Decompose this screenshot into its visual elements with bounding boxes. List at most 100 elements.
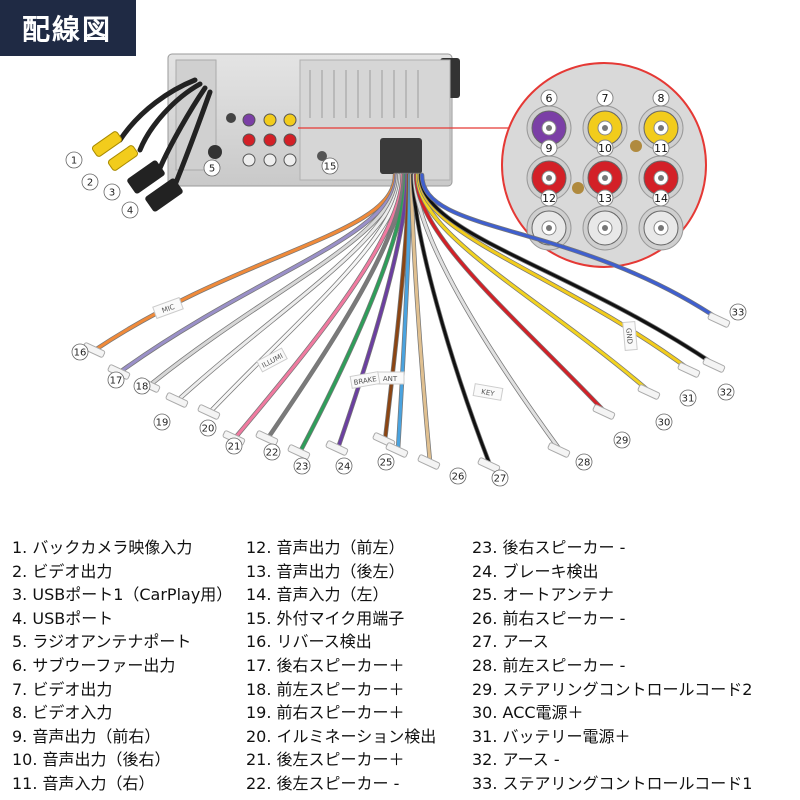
callout-number: 23 [293,457,311,475]
rca-jack: 10 [582,139,628,201]
wire-tag-label: GND [624,328,633,345]
callout-number: 25 [377,453,395,471]
wire-terminal [197,404,221,420]
jack-number: 13 [598,192,612,205]
callout-number: 18 [133,377,151,395]
usb-cables [91,77,213,212]
legend-item: 8. ビデオ入力 [12,703,113,723]
wire-tag-label: MIC [161,303,176,315]
legend-item: 33. ステアリングコントロールコード1 [472,773,753,793]
wire [176,173,401,402]
svg-text:23: 23 [296,462,309,473]
jack-number: 12 [542,192,556,205]
legend-item: 10. 音声出力（後右） [12,750,171,770]
callout-number: 4 [121,201,139,219]
svg-text:21: 21 [228,442,241,453]
legend-item: 26. 前右スピーカー - [472,608,626,628]
legend-item: 21. 後左スピーカー＋ [246,750,405,770]
callout-number: 21 [225,437,243,455]
legend-item: 30. ACC電源＋ [472,703,584,723]
wire-tag-label: BRAKE [353,375,377,387]
svg-text:2: 2 [87,178,93,189]
legend-item: 18. 前左スピーカー＋ [246,679,405,699]
svg-text:22: 22 [266,448,279,459]
wire [413,173,562,452]
svg-text:31: 31 [682,394,695,405]
wire-terminal [165,392,189,408]
legend-item: 31. バッテリー電源＋ [472,726,631,746]
legend-item: 3. USBポート1（CarPlay用） [12,585,233,605]
wire-harness [82,172,731,473]
legend-item: 19. 前右スピーカー＋ [246,703,405,723]
legend-item: 2. ビデオ出力 [12,561,113,581]
callout-number: 31 [679,389,697,407]
jack-number: 7 [602,92,609,105]
svg-text:32: 32 [720,388,733,399]
legend: 1. バックカメラ映像入力 2. ビデオ出力 3. USBポート1（CarPlay用… [0,536,800,800]
callout-number: 30 [655,413,673,431]
rca-jack: 7 [582,89,628,151]
jack-number: 6 [546,92,553,105]
wire [233,173,404,440]
legend-item: 1. バックカメラ映像入力 [12,538,193,557]
svg-text:25: 25 [380,458,393,469]
wire [419,173,717,367]
callout-number: 28 [575,453,593,471]
legend-item: 5. ラジオアンテナポート [12,632,192,652]
legend-item: 23. 後右スピーカー - [472,538,626,557]
legend-item: 15. 外付マイク用端子 [246,608,405,628]
wire-terminal [547,442,571,458]
wire-terminal [677,362,701,378]
callout-number: 15 [321,157,339,175]
wire [414,173,607,414]
callout-number: 1 [65,151,83,169]
wire [208,173,403,414]
wire-tag: MIC [152,296,184,320]
wire-terminal [637,384,661,400]
rca-jack: 6 [526,89,572,151]
wire-terminal [417,454,441,470]
legend-item: 11. 音声入力（右） [12,773,155,793]
svg-text:33: 33 [732,308,745,319]
legend-item: 32. アース - [472,750,560,770]
wire [148,173,400,387]
legend-column-2: 12. 音声出力（前左）13. 音声出力（後左）14. 音声入力（左）15. 外… [246,536,436,796]
svg-text:16: 16 [74,348,87,359]
legend-item: 22. 後左スピーカー - [246,773,400,793]
callout-number: 17 [107,371,125,389]
callout-number: 22 [263,443,281,461]
wire-tag: KEY [472,383,504,401]
wire-tag-label: ANT [383,375,398,383]
callout-number: 2 [81,173,99,191]
wire [411,173,492,467]
legend-item: 27. アース [472,632,549,652]
callout-number: 29 [613,431,631,449]
svg-text:26: 26 [452,472,465,483]
legend-item: 29. ステアリングコントロールコード2 [472,679,753,699]
jack-number: 8 [658,92,665,105]
svg-text:17: 17 [110,376,123,387]
wire-tag: BRAKE [349,371,381,389]
callout-number: 27 [491,469,509,487]
callout-number: 33 [729,303,747,321]
wire-terminal [255,430,279,446]
wire [416,173,652,394]
jack-number: 14 [654,192,668,205]
wire-tag: ANT [375,371,405,385]
callout-number: 32 [717,383,735,401]
legend-item: 24. ブレーキ検出 [472,561,599,581]
callout-number: 3 [103,183,121,201]
svg-text:28: 28 [578,458,591,469]
wire-tag: GND [622,320,638,352]
svg-text:29: 29 [616,436,629,447]
wire [118,173,398,374]
svg-text:4: 4 [127,206,133,217]
svg-text:30: 30 [658,418,671,429]
rca-jack: 9 [526,139,572,201]
wire [336,173,409,450]
page-title: 配線図 [0,0,136,56]
rca-jack: 14 [638,189,684,251]
wire [420,173,722,322]
